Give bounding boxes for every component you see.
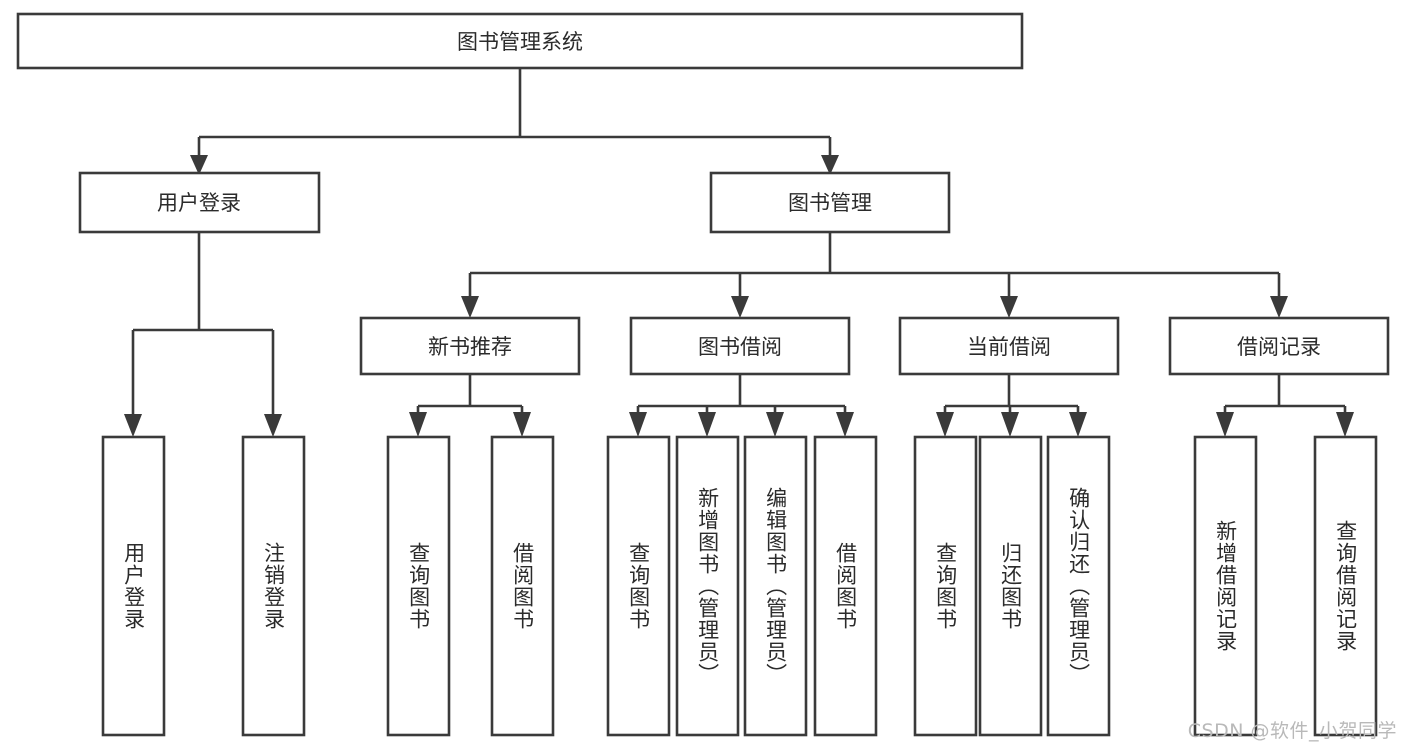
- leaf-book-borrow-0-labelwrap: 查询图书: [608, 437, 669, 735]
- leaf-current-borrow-2-label: 确认归还（管理员）: [1066, 487, 1091, 685]
- leaf-current-borrow-0[interactable]: 查询图书: [913, 435, 978, 737]
- node-book-manage-label: 图书管理: [788, 191, 872, 215]
- leaf-current-borrow-0-box[interactable]: [913, 435, 978, 737]
- arrow-head-leaf-borrow-record-1: [1336, 412, 1354, 437]
- leaf-borrow-record-0-label: 新增借阅记录: [1213, 520, 1238, 652]
- leaf-book-borrow-2-labelwrap: 编辑图书（管理员）: [745, 437, 806, 735]
- node-current-borrow-label: 当前借阅: [967, 335, 1051, 359]
- leaf-new-book-0-label: 查询图书: [406, 542, 431, 630]
- arrow-head-borrow-record: [1270, 296, 1288, 318]
- arrow-head-leaf-book-borrow-1: [698, 412, 716, 437]
- leaf-new-book-0-labelwrap: 查询图书: [388, 437, 449, 735]
- leaf-borrow-record-1-box[interactable]: [1313, 435, 1378, 737]
- arrow-head-book-manage: [821, 155, 839, 175]
- arrow-head-user-login: [190, 155, 208, 175]
- arrow-head-new-book: [461, 296, 479, 318]
- arrow-head-leaf-current-borrow-2: [1069, 412, 1087, 437]
- arrow-head-leaf-book-borrow-3: [836, 412, 854, 437]
- node-book-borrow-box[interactable]: [629, 316, 851, 376]
- leaf-current-borrow-0-labelwrap: 查询图书: [915, 437, 976, 735]
- node-borrow-record-box[interactable]: [1168, 316, 1390, 376]
- node-user-login[interactable]: 用户登录: [78, 171, 321, 234]
- leaf-book-borrow-1-labelwrap: 新增图书（管理员）: [677, 437, 738, 735]
- leaf-current-borrow-1-label: 归还图书: [998, 542, 1023, 630]
- node-new-book-recommend-box[interactable]: [359, 316, 581, 376]
- leaf-book-borrow-3-label: 借阅图书: [833, 542, 858, 630]
- node-root[interactable]: 图书管理系统: [16, 12, 1024, 70]
- leaf-current-borrow-1-box[interactable]: [978, 435, 1043, 737]
- arrow-head-leaf-current-borrow-0: [936, 412, 954, 437]
- node-current-borrow[interactable]: 当前借阅: [898, 316, 1120, 376]
- leaf-borrow-record-1-labelwrap: 查询借阅记录: [1315, 437, 1376, 735]
- leaf-user-login-1-label: 注销登录: [261, 542, 286, 630]
- leaf-book-borrow-0-label: 查询图书: [626, 542, 651, 630]
- node-user-login-box[interactable]: [78, 171, 321, 234]
- node-new-book-recommend-label: 新书推荐: [428, 335, 512, 359]
- arrow-head-leaf-new-book-0: [409, 412, 427, 437]
- leaf-user-login-1-box[interactable]: [241, 435, 306, 737]
- leaf-user-login-0-label: 用户登录: [121, 542, 146, 630]
- node-new-book-recommend[interactable]: 新书推荐: [359, 316, 581, 376]
- leaf-new-book-1[interactable]: 借阅图书: [490, 435, 555, 737]
- arrow-head-leaf-user-login-0: [124, 414, 142, 437]
- node-root-box[interactable]: [16, 12, 1024, 70]
- leaf-book-borrow-2-label: 编辑图书（管理员）: [763, 487, 788, 685]
- leaf-new-book-1-box[interactable]: [490, 435, 555, 737]
- leaf-book-borrow-0-box[interactable]: [606, 435, 671, 737]
- node-root-label: 图书管理系统: [457, 30, 583, 54]
- node-current-borrow-box[interactable]: [898, 316, 1120, 376]
- leaf-current-borrow-0-label: 查询图书: [933, 542, 958, 630]
- arrow-head-leaf-borrow-record-0: [1216, 412, 1234, 437]
- leaf-borrow-record-0-labelwrap: 新增借阅记录: [1195, 437, 1256, 735]
- node-borrow-record-label: 借阅记录: [1237, 335, 1321, 359]
- leaf-book-borrow-3-labelwrap: 借阅图书: [815, 437, 876, 735]
- leaf-borrow-record-1[interactable]: 查询借阅记录: [1313, 435, 1378, 737]
- arrow-head-current-borrow: [1000, 296, 1018, 318]
- leaf-borrow-record-0-box[interactable]: [1193, 435, 1258, 737]
- arrow-head-leaf-book-borrow-0: [629, 412, 647, 437]
- leaf-new-book-0[interactable]: 查询图书: [386, 435, 451, 737]
- arrow-head-leaf-current-borrow-1: [1001, 412, 1019, 437]
- node-book-manage[interactable]: 图书管理: [709, 171, 951, 234]
- leaf-user-login-1-labelwrap: 注销登录: [243, 437, 304, 735]
- leaf-user-login-0[interactable]: 用户登录: [101, 435, 166, 737]
- leaf-new-book-1-labelwrap: 借阅图书: [492, 437, 553, 735]
- node-user-login-label: 用户登录: [157, 191, 241, 215]
- connector-group: [124, 68, 1354, 437]
- arrow-head-book-borrow: [731, 296, 749, 318]
- leaf-borrow-record-0[interactable]: 新增借阅记录: [1193, 435, 1258, 737]
- leaf-user-login-0-labelwrap: 用户登录: [103, 437, 164, 735]
- leaf-book-borrow-1-box[interactable]: [675, 435, 740, 737]
- arrow-head-leaf-user-login-1: [264, 414, 282, 437]
- leaf-new-book-0-box[interactable]: [386, 435, 451, 737]
- leaf-current-borrow-1-labelwrap: 归还图书: [980, 437, 1041, 735]
- leaf-book-borrow-2[interactable]: 编辑图书（管理员）: [743, 435, 808, 737]
- node-borrow-record[interactable]: 借阅记录: [1168, 316, 1390, 376]
- leaf-user-login-0-box[interactable]: [101, 435, 166, 737]
- leaf-current-borrow-1[interactable]: 归还图书: [978, 435, 1043, 737]
- leaf-book-borrow-1[interactable]: 新增图书（管理员）: [675, 435, 740, 737]
- arrow-head-leaf-book-borrow-2: [766, 412, 784, 437]
- leaf-new-book-1-label: 借阅图书: [510, 542, 535, 630]
- leaf-user-login-1[interactable]: 注销登录: [241, 435, 306, 737]
- node-book-manage-box[interactable]: [709, 171, 951, 234]
- node-book-borrow-label: 图书借阅: [698, 335, 782, 359]
- leaf-book-borrow-3[interactable]: 借阅图书: [813, 435, 878, 737]
- node-book-borrow[interactable]: 图书借阅: [629, 316, 851, 376]
- leaf-current-borrow-2-box[interactable]: [1046, 435, 1111, 737]
- leaf-book-borrow-0[interactable]: 查询图书: [606, 435, 671, 737]
- leaf-book-borrow-3-box[interactable]: [813, 435, 878, 737]
- arrow-head-leaf-new-book-1: [513, 412, 531, 437]
- leaf-book-borrow-1-label: 新增图书（管理员）: [695, 487, 720, 685]
- leaf-current-borrow-2[interactable]: 确认归还（管理员）: [1046, 435, 1111, 737]
- leaf-book-borrow-2-box[interactable]: [743, 435, 808, 737]
- leaf-borrow-record-1-label: 查询借阅记录: [1333, 520, 1358, 652]
- leaf-current-borrow-2-labelwrap: 确认归还（管理员）: [1048, 437, 1109, 735]
